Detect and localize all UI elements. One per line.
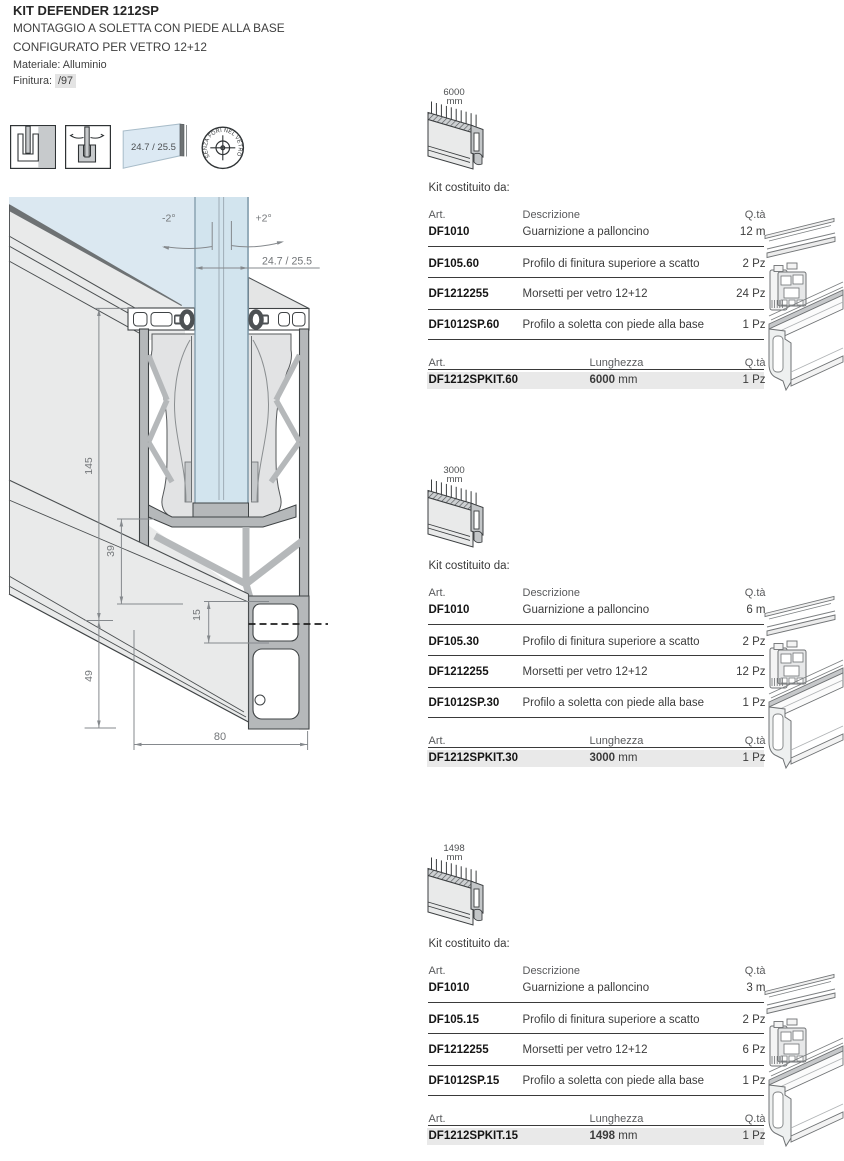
svg-text:15: 15 xyxy=(191,609,203,621)
svg-text:1498: 1498 xyxy=(443,843,464,854)
svg-text:mm: mm xyxy=(447,96,463,107)
svg-text:80: 80 xyxy=(214,731,226,743)
svg-text:49: 49 xyxy=(83,670,95,682)
svg-text:3000: 3000 xyxy=(443,465,464,476)
svg-text:mm: mm xyxy=(447,852,463,863)
svg-text:145: 145 xyxy=(83,457,95,475)
svg-text:-2°: -2° xyxy=(162,213,176,225)
svg-text:6000: 6000 xyxy=(443,87,464,98)
svg-text:+2°: +2° xyxy=(256,213,272,225)
svg-text:39: 39 xyxy=(105,545,117,557)
svg-text:24.7 / 25.5: 24.7 / 25.5 xyxy=(131,142,176,153)
svg-text:24.7 / 25.5: 24.7 / 25.5 xyxy=(262,256,312,268)
svg-text:mm: mm xyxy=(447,474,463,485)
